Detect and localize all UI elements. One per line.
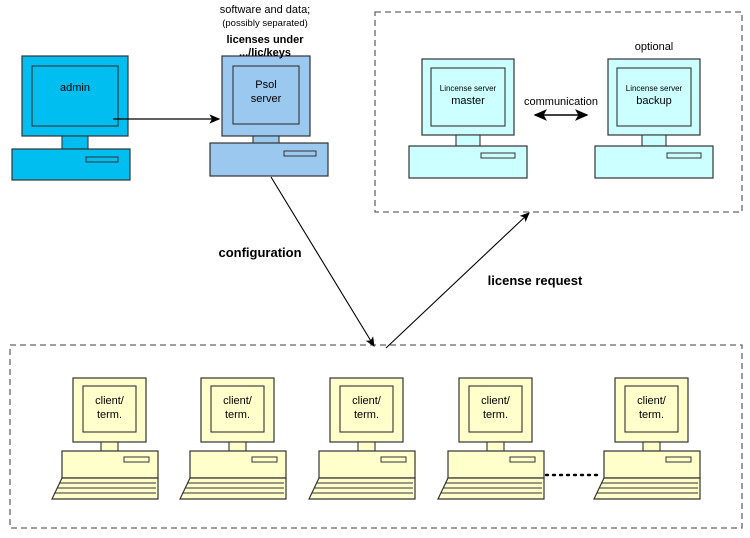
client-3-label-line2: term. [353,409,380,421]
psol-screen-label-line2: server [250,93,282,105]
client-terminal-5 [593,377,701,500]
license-master-screen-label-small: Lincense server [439,84,497,93]
annotation-optional: optional [634,41,674,53]
license-server-group-box [374,11,743,213]
annotation-software-and-data: software and data; [219,4,311,16]
annotation-licenses-under: licenses under [226,34,304,46]
license-backup-screen-label-role: backup [636,95,672,107]
client-4-label-line2: term. [482,409,509,421]
client-terminal-1 [51,377,159,500]
client-1-label-line2: term. [96,409,123,421]
annotation-possibly-separated: (possibly separated) [222,18,308,29]
client-terminal-3 [308,377,416,500]
arrow-configuration [270,176,375,347]
annotation-lic-keys-path: .../lic/keys [239,47,291,59]
annotation-configuration: configuration [218,245,302,260]
clients-group-box [9,344,743,529]
license-server-master-computer [408,58,528,179]
psol-screen-label-line1: Psol [255,79,277,91]
client-terminal-4 [437,377,545,500]
client-4-label-line1: client/ [481,395,510,407]
client-2-label-line2: term. [224,409,251,421]
client-1-label-line1: client/ [95,395,124,407]
client-3-label-line1: client/ [352,395,381,407]
client-5-label-line1: client/ [637,395,666,407]
admin-computer [11,55,131,181]
admin-screen-label: admin [60,82,90,94]
license-server-backup-computer [594,58,714,179]
client-terminal-2 [179,377,287,500]
annotation-license-request: license request [487,273,583,288]
psol-server-computer [209,55,329,177]
license-master-screen-label-role: master [451,95,485,107]
license-backup-screen-label-small: Lincense server [625,84,683,93]
annotation-communication: communication [524,96,598,108]
arrow-license-request [385,212,530,349]
client-2-label-line1: client/ [223,395,252,407]
client-5-label-line2: term. [638,409,665,421]
